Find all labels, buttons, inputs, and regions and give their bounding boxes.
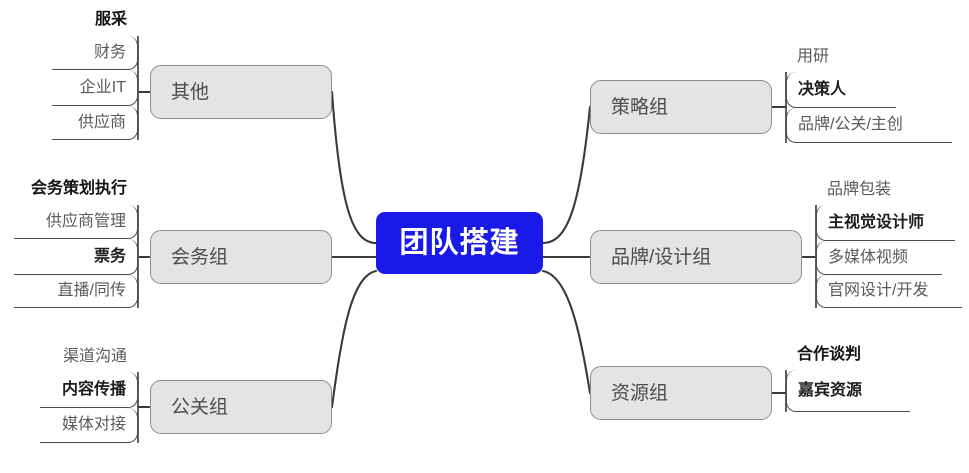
leaf-conference-2-label: 票务 xyxy=(93,247,126,265)
leaf-strategy-0-label: 用研 xyxy=(797,48,830,65)
leaf-strategy-2-label: 品牌/公关/主创 xyxy=(798,116,903,133)
leaf-other-0[interactable]: 服采 xyxy=(40,5,138,35)
main-node-pr[interactable]: 公关组 xyxy=(150,380,332,434)
leaf-group-conference: 会务策划执行 供应商管理 票务 直播/同传 xyxy=(0,0,140,473)
leaf-other-2-label: 企业IT xyxy=(79,78,126,96)
main-node-other[interactable]: 其他 xyxy=(150,65,332,119)
leaf-design-0-label: 品牌包装 xyxy=(827,181,892,198)
main-node-strategy[interactable]: 策略组 xyxy=(590,80,772,134)
main-node-conference[interactable]: 会务组 xyxy=(150,230,332,284)
main-node-resource[interactable]: 资源组 xyxy=(590,366,772,420)
leaf-other-0-label: 服采 xyxy=(94,11,127,28)
leaf-resource-1[interactable]: 嘉宾资源 xyxy=(786,370,910,412)
leaf-conference-0[interactable]: 会务策划执行 xyxy=(14,174,138,204)
leaf-design-3-label: 官网设计/开发 xyxy=(828,282,929,299)
main-node-conference-label: 会务组 xyxy=(171,246,229,268)
leaf-pr-0[interactable]: 渠道沟通 xyxy=(40,342,138,372)
leaf-design-2-label: 多媒体视频 xyxy=(828,248,909,266)
main-node-design[interactable]: 品牌/设计组 xyxy=(590,230,802,284)
leaf-pr-1-label: 内容传播 xyxy=(61,380,126,398)
main-node-resource-label: 资源组 xyxy=(611,382,669,404)
main-node-pr-label: 公关组 xyxy=(171,396,229,418)
leaf-resource-0-label: 合作谈判 xyxy=(797,346,862,363)
leaf-conference-3-label: 直播/同传 xyxy=(57,282,126,299)
leaf-design-0[interactable]: 品牌包装 xyxy=(816,175,942,205)
leaf-strategy-0[interactable]: 用研 xyxy=(786,42,896,72)
leaf-conference-0-label: 会务策划执行 xyxy=(30,180,127,197)
leaf-other-1-label: 财务 xyxy=(93,43,126,61)
leaf-conference-1-label: 供应商管理 xyxy=(45,212,126,230)
leaf-group-pr: 渠道沟通 内容传播 媒体对接 xyxy=(0,0,140,473)
main-node-other-label: 其他 xyxy=(171,81,210,103)
root-node-label: 团队搭建 xyxy=(399,226,520,259)
leaf-strategy-1-label: 决策人 xyxy=(798,80,847,98)
leaf-resource-1-label: 嘉宾资源 xyxy=(798,381,863,399)
leaf-other-3-label: 供应商 xyxy=(77,113,126,131)
leaf-pr-2-label: 媒体对接 xyxy=(61,416,126,433)
leaf-resource-0[interactable]: 合作谈判 xyxy=(786,340,898,370)
root-node[interactable]: 团队搭建 xyxy=(376,212,543,274)
main-node-strategy-label: 策略组 xyxy=(611,96,669,118)
leaf-design-1-label: 主视觉设计师 xyxy=(828,213,925,231)
leaf-pr-0-label: 渠道沟通 xyxy=(62,348,127,365)
main-node-design-label: 品牌/设计组 xyxy=(611,246,712,268)
